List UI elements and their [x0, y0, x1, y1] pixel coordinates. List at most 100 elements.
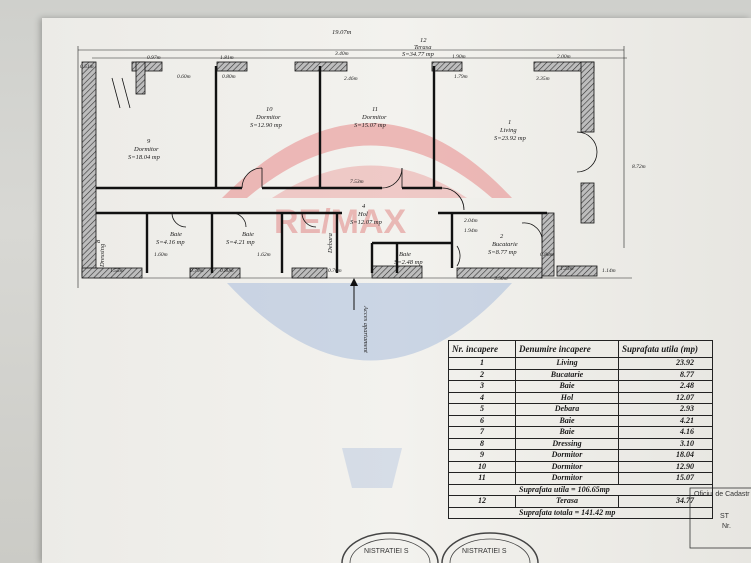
svg-text:0.51m: 0.51m: [80, 64, 94, 70]
svg-text:1.23m: 1.23m: [560, 266, 574, 272]
svg-text:S=12.07 mp: S=12.07 mp: [350, 219, 383, 226]
row-nr: 10: [448, 460, 516, 473]
svg-text:Terasa: Terasa: [414, 44, 431, 51]
svg-text:3.50m: 3.50m: [493, 276, 508, 282]
row-area: 34.77: [618, 495, 713, 508]
svg-text:Nr.: Nr.: [722, 523, 731, 530]
svg-text:2.04m: 2.04m: [464, 217, 478, 224]
floor-plan: RE/MAX: [77, 29, 751, 563]
svg-text:11: 11: [372, 106, 378, 113]
svg-text:12: 12: [420, 37, 427, 44]
useful-total-row: Suprafata utila = 106.65mp: [448, 483, 713, 496]
row-nr: 9: [448, 449, 516, 462]
row-nr: 3: [448, 380, 516, 393]
row-name: Dormitor: [515, 472, 619, 485]
row-nr: 2: [448, 368, 516, 381]
row-area: 18.04: [618, 449, 713, 462]
svg-text:Baie: Baie: [399, 251, 411, 258]
remax-watermark: RE/MAX: [222, 123, 512, 488]
row-name: Hol: [515, 391, 619, 404]
svg-text:S=12.90 mp: S=12.90 mp: [250, 122, 283, 129]
svg-text:S=4.21 mp: S=4.21 mp: [226, 239, 255, 246]
svg-text:7.53m: 7.53m: [350, 179, 364, 185]
dim-top-total: 19.07m: [332, 29, 352, 36]
document-paper: RE/MAX: [42, 18, 751, 563]
row-name: Living: [515, 357, 619, 370]
svg-text:8.72m: 8.72m: [632, 164, 646, 170]
seal-text-1: NISTRATIEI S: [364, 548, 409, 555]
svg-text:Baie: Baie: [242, 231, 254, 238]
row-nr: 11: [448, 472, 516, 485]
entrance-arrow: Acces apartament: [350, 278, 369, 353]
official-seals: NISTRATIEI S NISTRATIEI S: [341, 532, 539, 563]
row-area: 8.77: [618, 368, 713, 381]
grand-total: Suprafata totala = 141.42 mp: [448, 506, 713, 519]
svg-text:S=15.07 mp: S=15.07 mp: [354, 122, 387, 129]
svg-text:1.81m: 1.81m: [220, 55, 234, 61]
row-area: 12.90: [618, 460, 713, 473]
row-area: 23.92: [618, 357, 713, 370]
svg-text:4: 4: [362, 203, 366, 210]
svg-text:0.80m: 0.80m: [222, 74, 236, 80]
svg-text:Living: Living: [499, 127, 517, 134]
svg-text:Debara: Debara: [327, 233, 334, 254]
svg-text:S=23.92 mp: S=23.92 mp: [494, 135, 527, 142]
row-area: 4.16: [618, 426, 713, 439]
svg-text:1.62m: 1.62m: [257, 252, 271, 258]
room-5-label: Debara: [327, 233, 334, 254]
header-name: Denumire incapere: [515, 340, 619, 358]
svg-text:1.79m: 1.79m: [454, 74, 468, 80]
svg-text:S=4.16 mp: S=4.16 mp: [156, 239, 185, 246]
row-nr: 6: [448, 414, 516, 427]
svg-text:3.35m: 3.35m: [535, 76, 550, 82]
svg-text:0.70m: 0.70m: [328, 268, 342, 274]
svg-text:9: 9: [147, 138, 151, 145]
svg-text:0.97m: 0.97m: [147, 55, 161, 61]
row-nr: 7: [448, 426, 516, 439]
row-name: Debara: [515, 403, 619, 416]
svg-text:10: 10: [266, 106, 273, 113]
row-area: 12.07: [618, 391, 713, 404]
grand-total-row: Suprafata totala = 141.42 mp: [448, 506, 713, 519]
svg-text:0.60m: 0.60m: [177, 74, 191, 80]
row-name: Dressing: [515, 437, 619, 450]
row-area: 2.93: [618, 403, 713, 416]
svg-text:Dormitor: Dormitor: [133, 146, 159, 153]
row-area: 3.10: [618, 437, 713, 450]
dimension-labels: 19.07m 0.51m 0.97m 0.60m 1.81m 3.40m 1.9…: [80, 29, 646, 282]
table-header-row: Nr. incapere Denumire incapere Suprafata…: [448, 340, 713, 358]
terrace-label: 12 Terasa S=34.77 mp: [402, 37, 435, 58]
useful-total: Suprafata utila = 106.65mp: [448, 483, 713, 496]
svg-text:Dormitor: Dormitor: [255, 114, 281, 121]
row-name: Dormitor: [515, 449, 619, 462]
svg-text:1.90m: 1.90m: [452, 54, 466, 60]
svg-text:2.00m: 2.00m: [557, 54, 571, 60]
svg-text:1.94m: 1.94m: [464, 227, 478, 234]
svg-text:8: 8: [95, 239, 102, 243]
svg-text:S=8.77 mp: S=8.77 mp: [488, 249, 517, 256]
svg-text:S=34.77 mp: S=34.77 mp: [402, 51, 435, 58]
watermark-text: RE/MAX: [274, 203, 407, 241]
interior-walls: [96, 66, 547, 273]
row-area: 15.07: [618, 472, 713, 485]
row-nr: 1: [448, 357, 516, 370]
